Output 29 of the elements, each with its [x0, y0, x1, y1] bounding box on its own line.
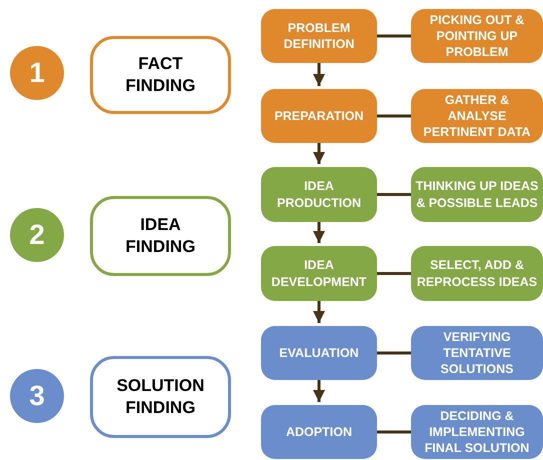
phase-box: FACT FINDING — [90, 36, 231, 114]
connector-line — [377, 114, 411, 118]
step-box: PICKING OUT & POINTING UP PROBLEM — [411, 9, 543, 63]
step-box: SELECT, ADD & REPROCESS IDEAS — [411, 246, 543, 301]
step-box: DECIDING & IMPLEMENTING FINAL SOLUTION — [411, 405, 543, 459]
step-box: ADOPTION — [261, 405, 377, 459]
step-box: IDEA PRODUCTION — [261, 167, 377, 222]
step-box: EVALUATION — [261, 326, 377, 380]
connector-line — [377, 34, 411, 38]
step-box: THINKING UP IDEAS & POSSIBLE LEADS — [411, 167, 543, 222]
step-box: IDEA DEVELOPMENT — [261, 246, 377, 301]
step-box: GATHER & ANALYSE PERTINENT DATA — [411, 89, 543, 143]
phase-box: IDEA FINDING — [90, 196, 231, 276]
step-box: PREPARATION — [261, 89, 377, 143]
number-circle: 3 — [10, 369, 64, 423]
arrow — [313, 380, 325, 402]
arrow — [313, 222, 325, 243]
connector-line — [377, 272, 411, 275]
number-circle: 2 — [10, 208, 64, 262]
number-circle: 1 — [10, 46, 64, 100]
connector-line — [377, 430, 411, 434]
step-box: PROBLEM DEFINITION — [261, 9, 377, 63]
step-box: VERIFYING TENTATIVE SOLUTIONS — [411, 326, 543, 380]
connector-line — [377, 193, 411, 196]
arrow — [313, 301, 325, 323]
arrow — [313, 143, 325, 164]
arrow — [313, 63, 325, 86]
phase-box: SOLUTION FINDING — [90, 356, 231, 438]
connector-line — [377, 352, 411, 354]
